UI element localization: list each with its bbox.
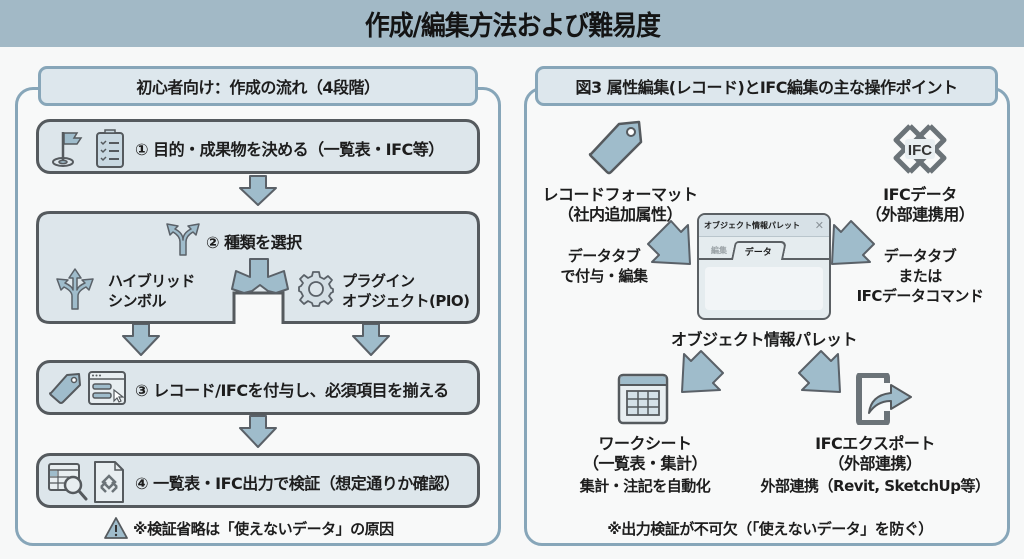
worksheet-line1: ワークシート — [598, 434, 692, 453]
arrow-record-to-palette — [647, 220, 691, 265]
ifc-export-label: IFCエクスポート （外部連携） 外部連携（Revit, SketchUp等） — [760, 434, 990, 496]
flag-target-icon — [52, 132, 83, 167]
palette-tabs: 編集 データ — [699, 237, 829, 260]
right-action-label: データタブ または IFCデータコマンド — [852, 246, 988, 306]
worksheet-line2: （一覧表・集計） — [582, 454, 708, 473]
record-format-line2: （社内追加属性） — [557, 205, 683, 224]
record-format-label: レコードフォーマット （社内追加属性） — [540, 185, 700, 225]
worksheet-icon — [617, 373, 669, 425]
ifc-export-line1: IFCエクスポート — [815, 434, 935, 453]
option-hybrid-line1: ハイブリッド — [108, 272, 195, 290]
fork-arrow-icon — [166, 223, 200, 256]
right-action-line2: または — [898, 267, 942, 285]
record-format-line1: レコードフォーマット — [542, 185, 698, 204]
palette-window-title: オブジェクト情報パレット — [704, 221, 800, 230]
table-search-icon — [48, 463, 88, 501]
warning-icon — [104, 517, 128, 539]
ifc-badge-text: IFC — [908, 142, 932, 159]
ifc-export-line2: （外部連携） — [828, 454, 922, 473]
left-note: ※検証省略は「使えないデータ」の原因 — [133, 520, 394, 538]
form-window-icon — [88, 371, 126, 405]
ifc-data-line2: （外部連携用） — [865, 205, 975, 224]
flow-arrow-2b — [352, 323, 390, 356]
left-action-line1: データタブ — [567, 247, 641, 265]
tab-data[interactable]: データ — [730, 241, 788, 260]
step-4-box: ④ 一覧表・IFC出力で検証（想定通りか確認） — [36, 453, 480, 508]
step-2-box — [36, 211, 480, 324]
right-action-line3: IFCデータコマンド — [856, 287, 984, 305]
flow-arrow-3 — [239, 415, 277, 448]
arrow-palette-to-worksheet — [681, 350, 724, 393]
left-action-line2: で付与・編集 — [560, 267, 648, 285]
palette-titlebar: オブジェクト情報パレット ✕ — [699, 215, 829, 237]
tab-data-label: データ — [745, 248, 773, 258]
step-2-label: ② 種類を選択 — [206, 233, 302, 252]
option-hybrid-symbol: ハイブリッド シンボル — [108, 271, 195, 311]
three-way-arrow-icon — [56, 268, 94, 310]
left-panel-title: 初心者向け：作成の流れ（4段階） — [38, 66, 478, 106]
worksheet-line3: 集計・注記を自動化 — [579, 477, 711, 495]
tab-edit[interactable]: 編集 — [711, 246, 727, 255]
gear-icon — [298, 271, 334, 307]
ifc-logo-icon: IFC — [893, 124, 947, 174]
split-arrow-icon — [231, 258, 289, 294]
palette-body — [705, 267, 823, 310]
option-plugin-object: プラグイン オブジェクト(PIO) — [342, 271, 470, 311]
export-icon — [856, 373, 912, 425]
step-1-label: ① 目的・成果物を決める（一覧表・IFC等） — [135, 140, 444, 159]
arrow-palette-to-export — [798, 350, 841, 393]
tag-icon — [588, 120, 643, 175]
right-panel-title: 図3 属性編集(レコード)とIFC編集の主な操作ポイント — [535, 66, 998, 106]
step-3-label: ③ レコード/IFCを付与し、必須項目を揃える — [135, 381, 449, 400]
palette-caption: オブジェクト情報パレット — [670, 330, 858, 349]
ifc-export-line3: 外部連携（Revit, SketchUp等） — [760, 477, 990, 495]
flow-arrow-2a — [122, 323, 160, 356]
option-hybrid-line2: シンボル — [108, 292, 167, 310]
ifc-data-line1: IFCデータ — [883, 185, 957, 204]
object-info-palette: オブジェクト情報パレット ✕ 編集 データ — [697, 213, 831, 320]
worksheet-label: ワークシート （一覧表・集計） 集計・注記を自動化 — [570, 434, 720, 496]
option-plugin-line2: オブジェクト(PIO) — [342, 292, 470, 310]
ifc-file-icon — [94, 461, 124, 503]
page-header: 作成/編集方法および難易度 — [0, 0, 1024, 47]
close-icon[interactable]: ✕ — [814, 219, 824, 232]
step-4-label: ④ 一覧表・IFC出力で検証（想定通りか確認） — [135, 474, 460, 493]
step-3-box: ③ レコード/IFCを付与し、必須項目を揃える — [36, 360, 480, 415]
left-action-label: データタブ で付与・編集 — [558, 246, 650, 286]
flow-arrow-1 — [239, 175, 277, 206]
clipboard-checklist-icon — [96, 129, 124, 168]
right-action-line1: データタブ — [883, 247, 957, 265]
step-1-box: ① 目的・成果物を決める（一覧表・IFC等） — [36, 119, 480, 174]
option-plugin-line1: プラグイン — [342, 272, 415, 290]
right-note: ※出力検証が不可欠（「使えないデータ」を防ぐ） — [607, 520, 933, 538]
arrow-ifc-to-palette — [831, 220, 875, 265]
tag-icon — [49, 373, 81, 404]
ifc-data-label: IFCデータ （外部連携用） — [850, 185, 990, 225]
page-title: 作成/編集方法および難易度 — [364, 11, 660, 42]
